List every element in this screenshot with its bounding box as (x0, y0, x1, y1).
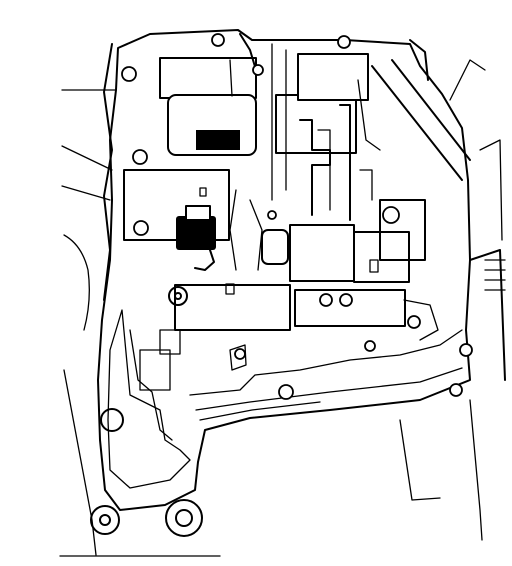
bolt-icon (364, 340, 376, 352)
bolt-icon (407, 315, 421, 329)
bolt-icon (319, 293, 333, 307)
mounting-bolts (121, 33, 473, 400)
bolt-icon (339, 293, 353, 307)
transmission-case-right (399, 139, 506, 541)
bolt-icon (121, 66, 137, 82)
callout-leaders (61, 89, 116, 201)
bolt-icon (252, 64, 264, 76)
bolt-icon (132, 149, 148, 165)
bolt-icon (211, 33, 225, 47)
valve-body-outline (97, 29, 471, 511)
bolt-icon (133, 220, 149, 236)
fluid-channels (107, 299, 463, 489)
callout-leader-2 (61, 145, 113, 171)
lower-bosses (90, 286, 203, 537)
middle-valve-section (123, 104, 426, 331)
connector-harness (176, 205, 216, 271)
bolt-icon (459, 343, 473, 357)
bolt-icon (234, 348, 246, 360)
detent-rod (371, 39, 486, 181)
callout-leader-3 (61, 185, 111, 201)
upper-solenoid-block (159, 33, 381, 201)
bolt-icon (267, 210, 277, 220)
bolt-icon (278, 384, 294, 400)
bolt-icon (449, 383, 463, 397)
bolt-icon (382, 206, 400, 224)
bolt-icon (337, 35, 351, 49)
detail-marks (139, 187, 379, 391)
